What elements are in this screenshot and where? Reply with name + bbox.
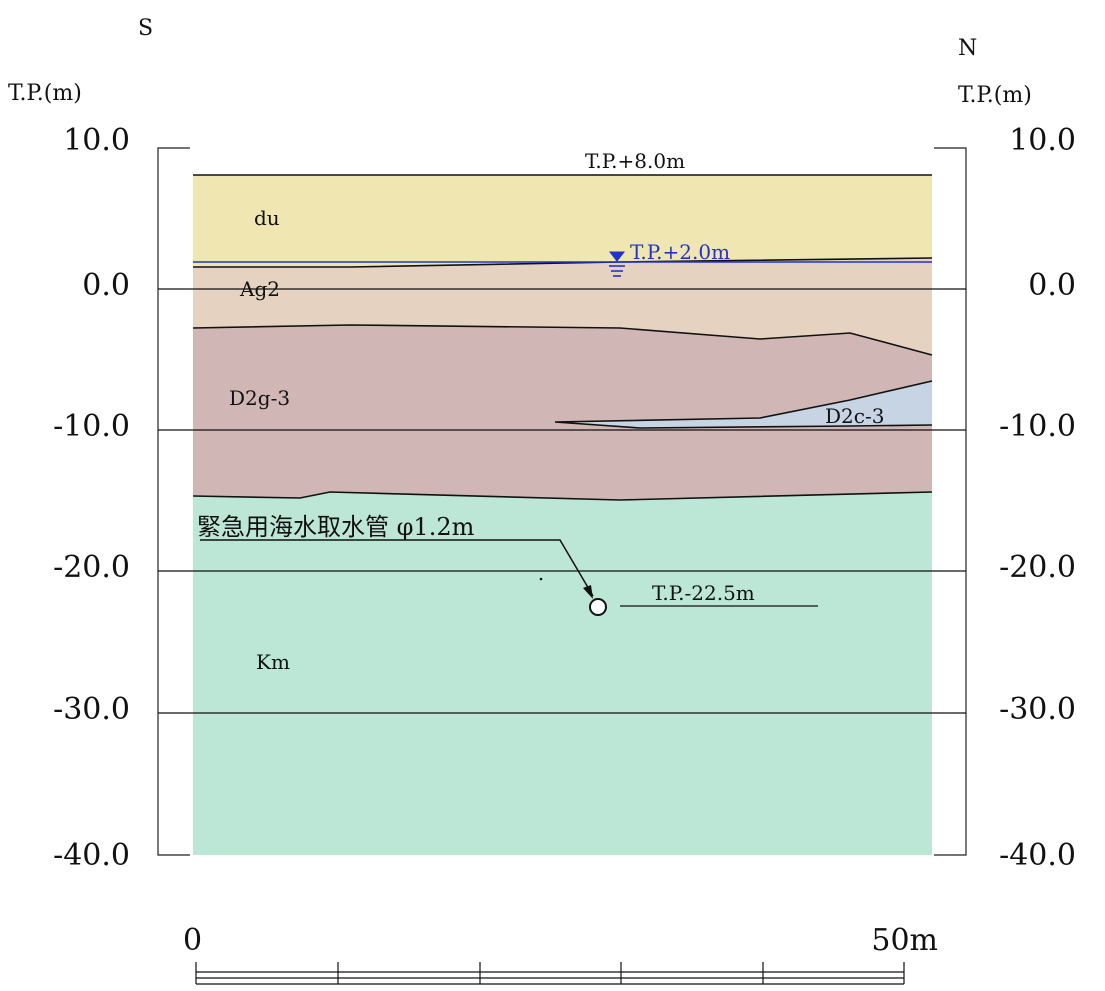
tick-left-10: 10.0 bbox=[63, 123, 130, 158]
scale-bar-start-label: 0 bbox=[183, 923, 202, 958]
layer-d2g3-fill bbox=[193, 325, 932, 500]
water-level-icon bbox=[608, 251, 626, 277]
stray-dot bbox=[539, 577, 543, 581]
layer-d2c3-fill bbox=[555, 381, 932, 428]
tick-left-0: 0.0 bbox=[82, 268, 130, 303]
boundary-d2c3 bbox=[554, 380, 933, 429]
tick-left-minus30: -30.0 bbox=[53, 692, 130, 727]
boundary-ag2-d2g3 bbox=[192, 324, 933, 356]
direction-south-label: S bbox=[138, 16, 153, 41]
tick-right-minus10: -10.0 bbox=[999, 409, 1076, 444]
tick-left-minus20: -20.0 bbox=[53, 550, 130, 585]
pipe-leader-line bbox=[200, 539, 594, 597]
layer-du-fill bbox=[193, 175, 932, 267]
layer-label-ag2: Ag2 bbox=[239, 277, 280, 301]
tick-right-minus40: -40.0 bbox=[999, 838, 1076, 873]
ground-surface-label: T.P.+8.0m bbox=[585, 149, 685, 173]
pipe-leader-arrowhead bbox=[583, 585, 593, 599]
layer-ag2-fill bbox=[193, 258, 932, 355]
layer-label-du: du bbox=[254, 206, 280, 230]
layer-label-d2c3: D2c-3 bbox=[825, 404, 884, 428]
water-level-label: T.P.+2.0m bbox=[630, 240, 730, 264]
tick-right-10: 10.0 bbox=[1009, 123, 1076, 158]
scale-bar-end-label: 50m bbox=[871, 923, 938, 958]
pipe-label: 緊急用海水取水管 φ1.2m bbox=[197, 513, 475, 541]
layer-label-d2g3: D2g-3 bbox=[229, 386, 290, 410]
boundary-du-ag2 bbox=[193, 257, 933, 268]
tick-right-minus30: -30.0 bbox=[999, 692, 1076, 727]
right-axis-line bbox=[934, 147, 967, 856]
tick-left-minus10: -10.0 bbox=[53, 409, 130, 444]
tick-left-minus40: -40.0 bbox=[53, 838, 130, 873]
boundary-d2g3-km bbox=[192, 491, 933, 501]
pipe-elevation-label: T.P.-22.5m bbox=[652, 581, 755, 605]
axis-title-left: T.P.(m) bbox=[8, 81, 82, 106]
tick-right-minus20: -20.0 bbox=[999, 550, 1076, 585]
scale-bar bbox=[195, 962, 905, 985]
left-axis-line bbox=[157, 147, 190, 856]
layer-label-km: Km bbox=[256, 650, 290, 674]
layer-km-fill bbox=[193, 492, 932, 855]
direction-north-label: N bbox=[958, 36, 977, 61]
pipe-circle bbox=[589, 598, 607, 616]
axis-title-right: T.P.(m) bbox=[958, 83, 1032, 108]
tick-right-0: 0.0 bbox=[1028, 268, 1076, 303]
